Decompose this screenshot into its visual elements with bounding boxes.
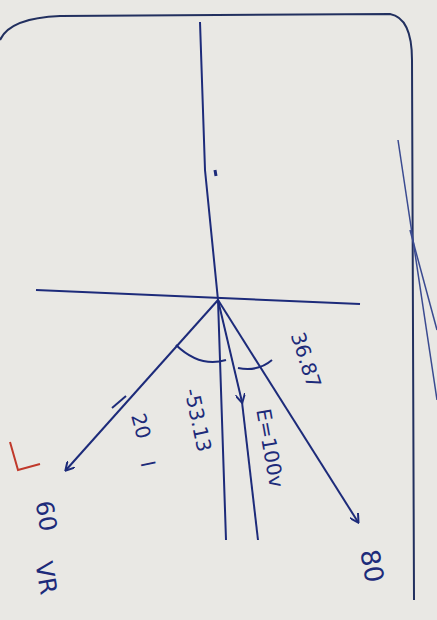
edge-line (398, 140, 437, 400)
angle-arc (176, 345, 226, 362)
phasor-label: 80 (356, 547, 387, 584)
dot (215, 170, 216, 176)
phasor-vr (66, 300, 218, 470)
edge-line (410, 230, 437, 330)
phasor-label: VR (31, 560, 60, 597)
page-frame (0, 14, 414, 600)
phasor-label: 60 (32, 499, 61, 533)
tick-mark (112, 396, 126, 408)
red-mark (10, 442, 40, 470)
horizontal-axis (36, 290, 360, 304)
phasor-80 (218, 300, 358, 522)
phasor-e (218, 300, 242, 402)
angle-arc (238, 360, 272, 369)
phasor-label: 20 (128, 411, 154, 441)
vertical-axis (200, 22, 226, 540)
